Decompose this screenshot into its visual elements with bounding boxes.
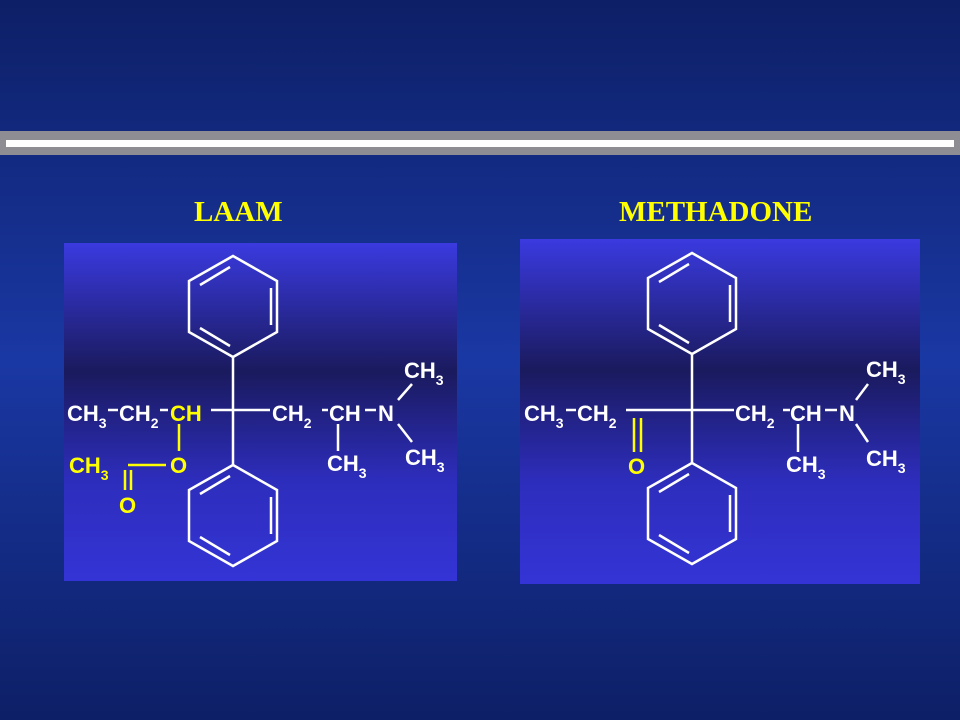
laam-n: N xyxy=(378,401,394,426)
svg-text:CH3: CH3 xyxy=(786,452,826,482)
svg-text:CH3: CH3 xyxy=(69,453,109,483)
laam-ch3-acetyl: CH xyxy=(69,453,101,478)
svg-text:CH2: CH2 xyxy=(735,401,775,431)
methadone-title: METHADONE xyxy=(619,196,813,228)
methadone-ch3-n-top: CH xyxy=(866,357,898,382)
methadone-ch3-left: CH xyxy=(524,401,556,426)
svg-text:CH3: CH3 xyxy=(405,445,445,475)
methadone-ch2-right: CH xyxy=(735,401,767,426)
laam-ch-chiral: CH xyxy=(170,401,202,426)
svg-text:CH3: CH3 xyxy=(404,358,444,388)
laam-phenyl-top xyxy=(187,254,279,359)
laam-structure-panel: CH3 CH2 CH CH2 CH N CH3 CH3 CH3 CH3 O O xyxy=(64,243,457,581)
laam-ch3-left: CH xyxy=(67,401,99,426)
svg-text:CH3: CH3 xyxy=(524,401,564,431)
methadone-ch2-left: CH xyxy=(577,401,609,426)
laam-ch2-right: CH xyxy=(272,401,304,426)
laam-o-ester: O xyxy=(170,453,187,478)
svg-text:CH3: CH3 xyxy=(67,401,107,431)
methadone-structure-panel: CH3 CH2 CH2 CH N CH3 CH3 CH3 O xyxy=(520,239,920,584)
laam-structure: CH3 CH2 CH CH2 CH N CH3 CH3 CH3 CH3 O O xyxy=(67,254,445,568)
svg-text:CH3: CH3 xyxy=(866,357,906,387)
laam-ch3-branch: CH xyxy=(327,451,359,476)
svg-text:CH2: CH2 xyxy=(272,401,312,431)
laam-title: LAAM xyxy=(194,196,283,228)
methadone-atoms: CH3 CH2 CH2 CH N CH3 CH3 CH3 O xyxy=(524,357,906,482)
svg-text:CH3: CH3 xyxy=(327,451,367,481)
svg-text:CH2: CH2 xyxy=(119,401,159,431)
svg-text:CH3: CH3 xyxy=(866,446,906,476)
title-rule-highlight xyxy=(6,140,954,147)
methadone-n: N xyxy=(839,401,855,426)
laam-ch-right: CH xyxy=(329,401,361,426)
laam-ch2-left: CH xyxy=(119,401,151,426)
laam-ch3-n-top: CH xyxy=(404,358,436,383)
svg-text:CH2: CH2 xyxy=(577,401,617,431)
laam-atoms: CH3 CH2 CH CH2 CH N CH3 CH3 CH3 CH3 O O xyxy=(67,358,445,518)
laam-bonds xyxy=(108,357,413,490)
methadone-ch3-n-bottom: CH xyxy=(866,446,898,471)
methadone-structure: CH3 CH2 CH2 CH N CH3 CH3 CH3 O xyxy=(524,251,906,566)
methadone-o-carbonyl: O xyxy=(628,454,645,479)
methadone-ch3-branch: CH xyxy=(786,452,818,477)
methadone-bonds xyxy=(566,354,870,463)
methadone-ch-right: CH xyxy=(790,401,822,426)
laam-o-carbonyl: O xyxy=(119,493,136,518)
methadone-phenyl-top xyxy=(646,251,738,356)
laam-ch3-n-bottom: CH xyxy=(405,445,437,470)
laam-phenyl-bottom xyxy=(187,463,279,568)
methadone-phenyl-bottom xyxy=(646,461,738,566)
